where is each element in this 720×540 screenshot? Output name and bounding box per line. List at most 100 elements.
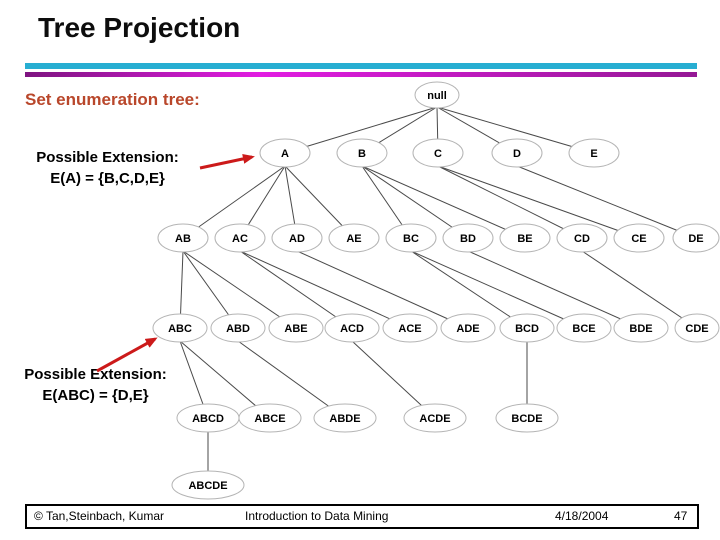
tree-edge-B-BE bbox=[361, 165, 526, 239]
tree-edge-B-BC bbox=[361, 165, 412, 239]
tree-node-label-BDE: BDE bbox=[629, 323, 652, 335]
tree-edge-ABC-ABCE bbox=[179, 340, 271, 419]
tree-edge-BC-BCE bbox=[410, 250, 585, 329]
tree-node-ABCDE bbox=[171, 470, 245, 500]
tree-node-label-ABCE: ABCE bbox=[254, 413, 285, 425]
tree-node-label-BCDE: BCDE bbox=[511, 413, 542, 425]
tree-node-label-CE: CE bbox=[631, 233, 646, 245]
tree-node-label-CD: CD bbox=[574, 233, 590, 245]
tree-node-AB bbox=[157, 223, 209, 253]
tree-node-ACE bbox=[382, 313, 438, 343]
tree-node-C bbox=[412, 138, 464, 168]
tree-node-ABCD bbox=[176, 403, 240, 433]
annotation-extension-A-value: E(A) = {B,C,D,E} bbox=[50, 170, 165, 187]
tree-node-ABC bbox=[152, 313, 208, 343]
tree-edge-null-A bbox=[284, 106, 438, 154]
tree-edge-AC-ACE bbox=[239, 250, 411, 329]
tree-node-ABDE bbox=[313, 403, 377, 433]
tree-edge-B-BD bbox=[361, 165, 469, 239]
tree-node-E bbox=[568, 138, 620, 168]
tree-node-label-ABCDE: ABCDE bbox=[188, 480, 227, 492]
tree-node-BD bbox=[442, 223, 494, 253]
tree-edge-A-AE bbox=[284, 165, 355, 239]
tree-edge-BC-BCD bbox=[410, 250, 528, 329]
tree-edge-AD-ADE bbox=[296, 250, 469, 329]
tree-node-ADE bbox=[440, 313, 496, 343]
subtitle-set-enumeration-tree: Set enumeration tree: bbox=[25, 90, 200, 109]
annotation-extension-ABC-title: Possible Extension: bbox=[24, 366, 167, 383]
divider-rule-magenta bbox=[25, 72, 697, 77]
tree-node-label-ACE: ACE bbox=[398, 323, 421, 335]
tree-node-ACD bbox=[324, 313, 380, 343]
annotation-extension-ABC-value: E(ABC) = {D,E} bbox=[42, 387, 149, 404]
tree-node-BCE bbox=[556, 313, 612, 343]
tree-node-label-B: B bbox=[358, 148, 366, 160]
divider-rule-cyan bbox=[25, 63, 697, 69]
tree-node-AC bbox=[214, 223, 266, 253]
tree-node-label-ABD: ABD bbox=[226, 323, 250, 335]
tree-node-label-ADE: ADE bbox=[456, 323, 479, 335]
tree-node-label-AE: AE bbox=[346, 233, 361, 245]
tree-node-label-ABDE: ABDE bbox=[329, 413, 360, 425]
tree-edge-C-CE bbox=[437, 165, 640, 239]
slide-title: Tree Projection bbox=[38, 12, 241, 43]
tree-node-ABCE bbox=[238, 403, 302, 433]
tree-node-label-A: A bbox=[281, 148, 289, 160]
tree-node-CDE bbox=[674, 313, 720, 343]
tree-edge-BD-BDE bbox=[467, 250, 642, 329]
arrow-to-node-A bbox=[199, 153, 255, 170]
tree-node-D bbox=[491, 138, 543, 168]
footer-copyright: © Tan,Steinbach, Kumar bbox=[34, 509, 165, 523]
footer-bar: © Tan,Steinbach, Kumar Introduction to D… bbox=[25, 504, 699, 529]
tree-edge-D-DE bbox=[516, 165, 697, 239]
tree-node-BCD bbox=[499, 313, 555, 343]
annotation-extension-A: Possible Extension: E(A) = {B,C,D,E} bbox=[15, 147, 200, 189]
annotation-arrows bbox=[96, 153, 255, 373]
tree-node-label-DE: DE bbox=[688, 233, 703, 245]
tree-edge-ABD-ABDE bbox=[237, 340, 346, 419]
tree-node-BE bbox=[499, 223, 551, 253]
tree-node-BDE bbox=[613, 313, 669, 343]
tree-node-BCDE bbox=[495, 403, 559, 433]
tree-node-label-ACD: ACD bbox=[340, 323, 364, 335]
tree-node-label-C: C bbox=[434, 148, 442, 160]
tree-node-label-AD: AD bbox=[289, 233, 305, 245]
tree-node-label-BD: BD bbox=[460, 233, 476, 245]
tree-node-A bbox=[259, 138, 311, 168]
tree-node-label-E: E bbox=[590, 148, 597, 160]
tree-edge-A-AD bbox=[284, 165, 298, 239]
footer-date: 4/18/2004 bbox=[555, 509, 609, 523]
tree-edge-C-CD bbox=[437, 165, 583, 239]
tree-node-label-AB: AB bbox=[175, 233, 191, 245]
tree-edge-null-D bbox=[436, 106, 518, 154]
tree-edge-CD-CDE bbox=[581, 250, 698, 329]
tree-node-label-CDE: CDE bbox=[685, 323, 708, 335]
tree-node-CE bbox=[613, 223, 665, 253]
tree-edge-AB-ABC bbox=[179, 250, 184, 329]
tree-node-label-ABCD: ABCD bbox=[192, 413, 224, 425]
tree-edge-AB-ABD bbox=[182, 250, 239, 329]
tree-node-label-null: null bbox=[427, 90, 447, 102]
tree-node-label-AC: AC bbox=[232, 233, 248, 245]
tree-edge-AC-ACD bbox=[239, 250, 353, 329]
tree-node-BC bbox=[385, 223, 437, 253]
tree-node-ACDE bbox=[403, 403, 467, 433]
tree-node-B bbox=[336, 138, 388, 168]
tree-edge-A-AC bbox=[239, 165, 286, 239]
annotation-extension-A-title: Possible Extension: bbox=[36, 149, 179, 166]
tree-node-DE bbox=[672, 223, 720, 253]
tree-node-label-BCD: BCD bbox=[515, 323, 539, 335]
tree-edge-null-B bbox=[361, 106, 438, 154]
tree-node-label-ABC: ABC bbox=[168, 323, 192, 335]
tree-node-AD bbox=[271, 223, 323, 253]
tree-node-label-D: D bbox=[513, 148, 521, 160]
tree-edge-null-C bbox=[436, 106, 439, 154]
tree-edge-ACD-ACDE bbox=[351, 340, 436, 419]
annotation-extension-ABC: Possible Extension: E(ABC) = {D,E} bbox=[3, 364, 188, 406]
tree-node-label-BCE: BCE bbox=[572, 323, 595, 335]
tree-node-label-BE: BE bbox=[517, 233, 532, 245]
tree-node-AE bbox=[328, 223, 380, 253]
